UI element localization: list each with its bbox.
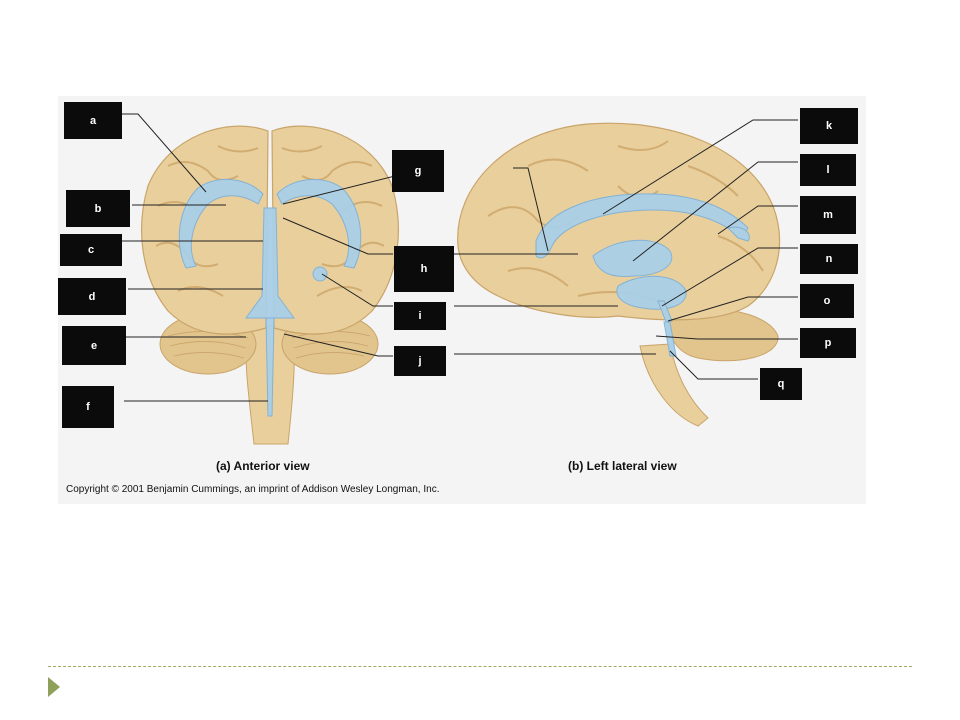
label-a: a [64, 102, 122, 139]
label-i: i [394, 302, 446, 330]
label-h: h [394, 246, 454, 292]
label-k: k [800, 108, 858, 144]
label-l: l [800, 154, 856, 186]
label-b: b [66, 190, 130, 227]
label-p: p [800, 328, 856, 358]
label-o: o [800, 284, 854, 318]
label-m: m [800, 196, 856, 234]
footer-divider [48, 666, 912, 667]
copyright-text: Copyright © 2001 Benjamin Cummings, an i… [66, 484, 440, 495]
brain-ventricles-figure: a b c d e f g h i j k l m n o p q (a) An… [58, 96, 866, 504]
label-d: d [58, 278, 126, 315]
bullet-arrow-icon [48, 677, 60, 697]
label-n: n [800, 244, 858, 274]
label-f: f [62, 386, 114, 428]
label-j: j [394, 346, 446, 376]
caption-lateral-view: (b) Left lateral view [568, 459, 677, 473]
label-q: q [760, 368, 802, 400]
label-e: e [62, 326, 126, 365]
label-c: c [60, 234, 122, 266]
caption-anterior-view: (a) Anterior view [216, 459, 310, 473]
anterior-brain [141, 125, 399, 445]
lateral-brain [457, 122, 781, 427]
figure-artwork [122, 113, 798, 445]
label-g: g [392, 150, 444, 192]
